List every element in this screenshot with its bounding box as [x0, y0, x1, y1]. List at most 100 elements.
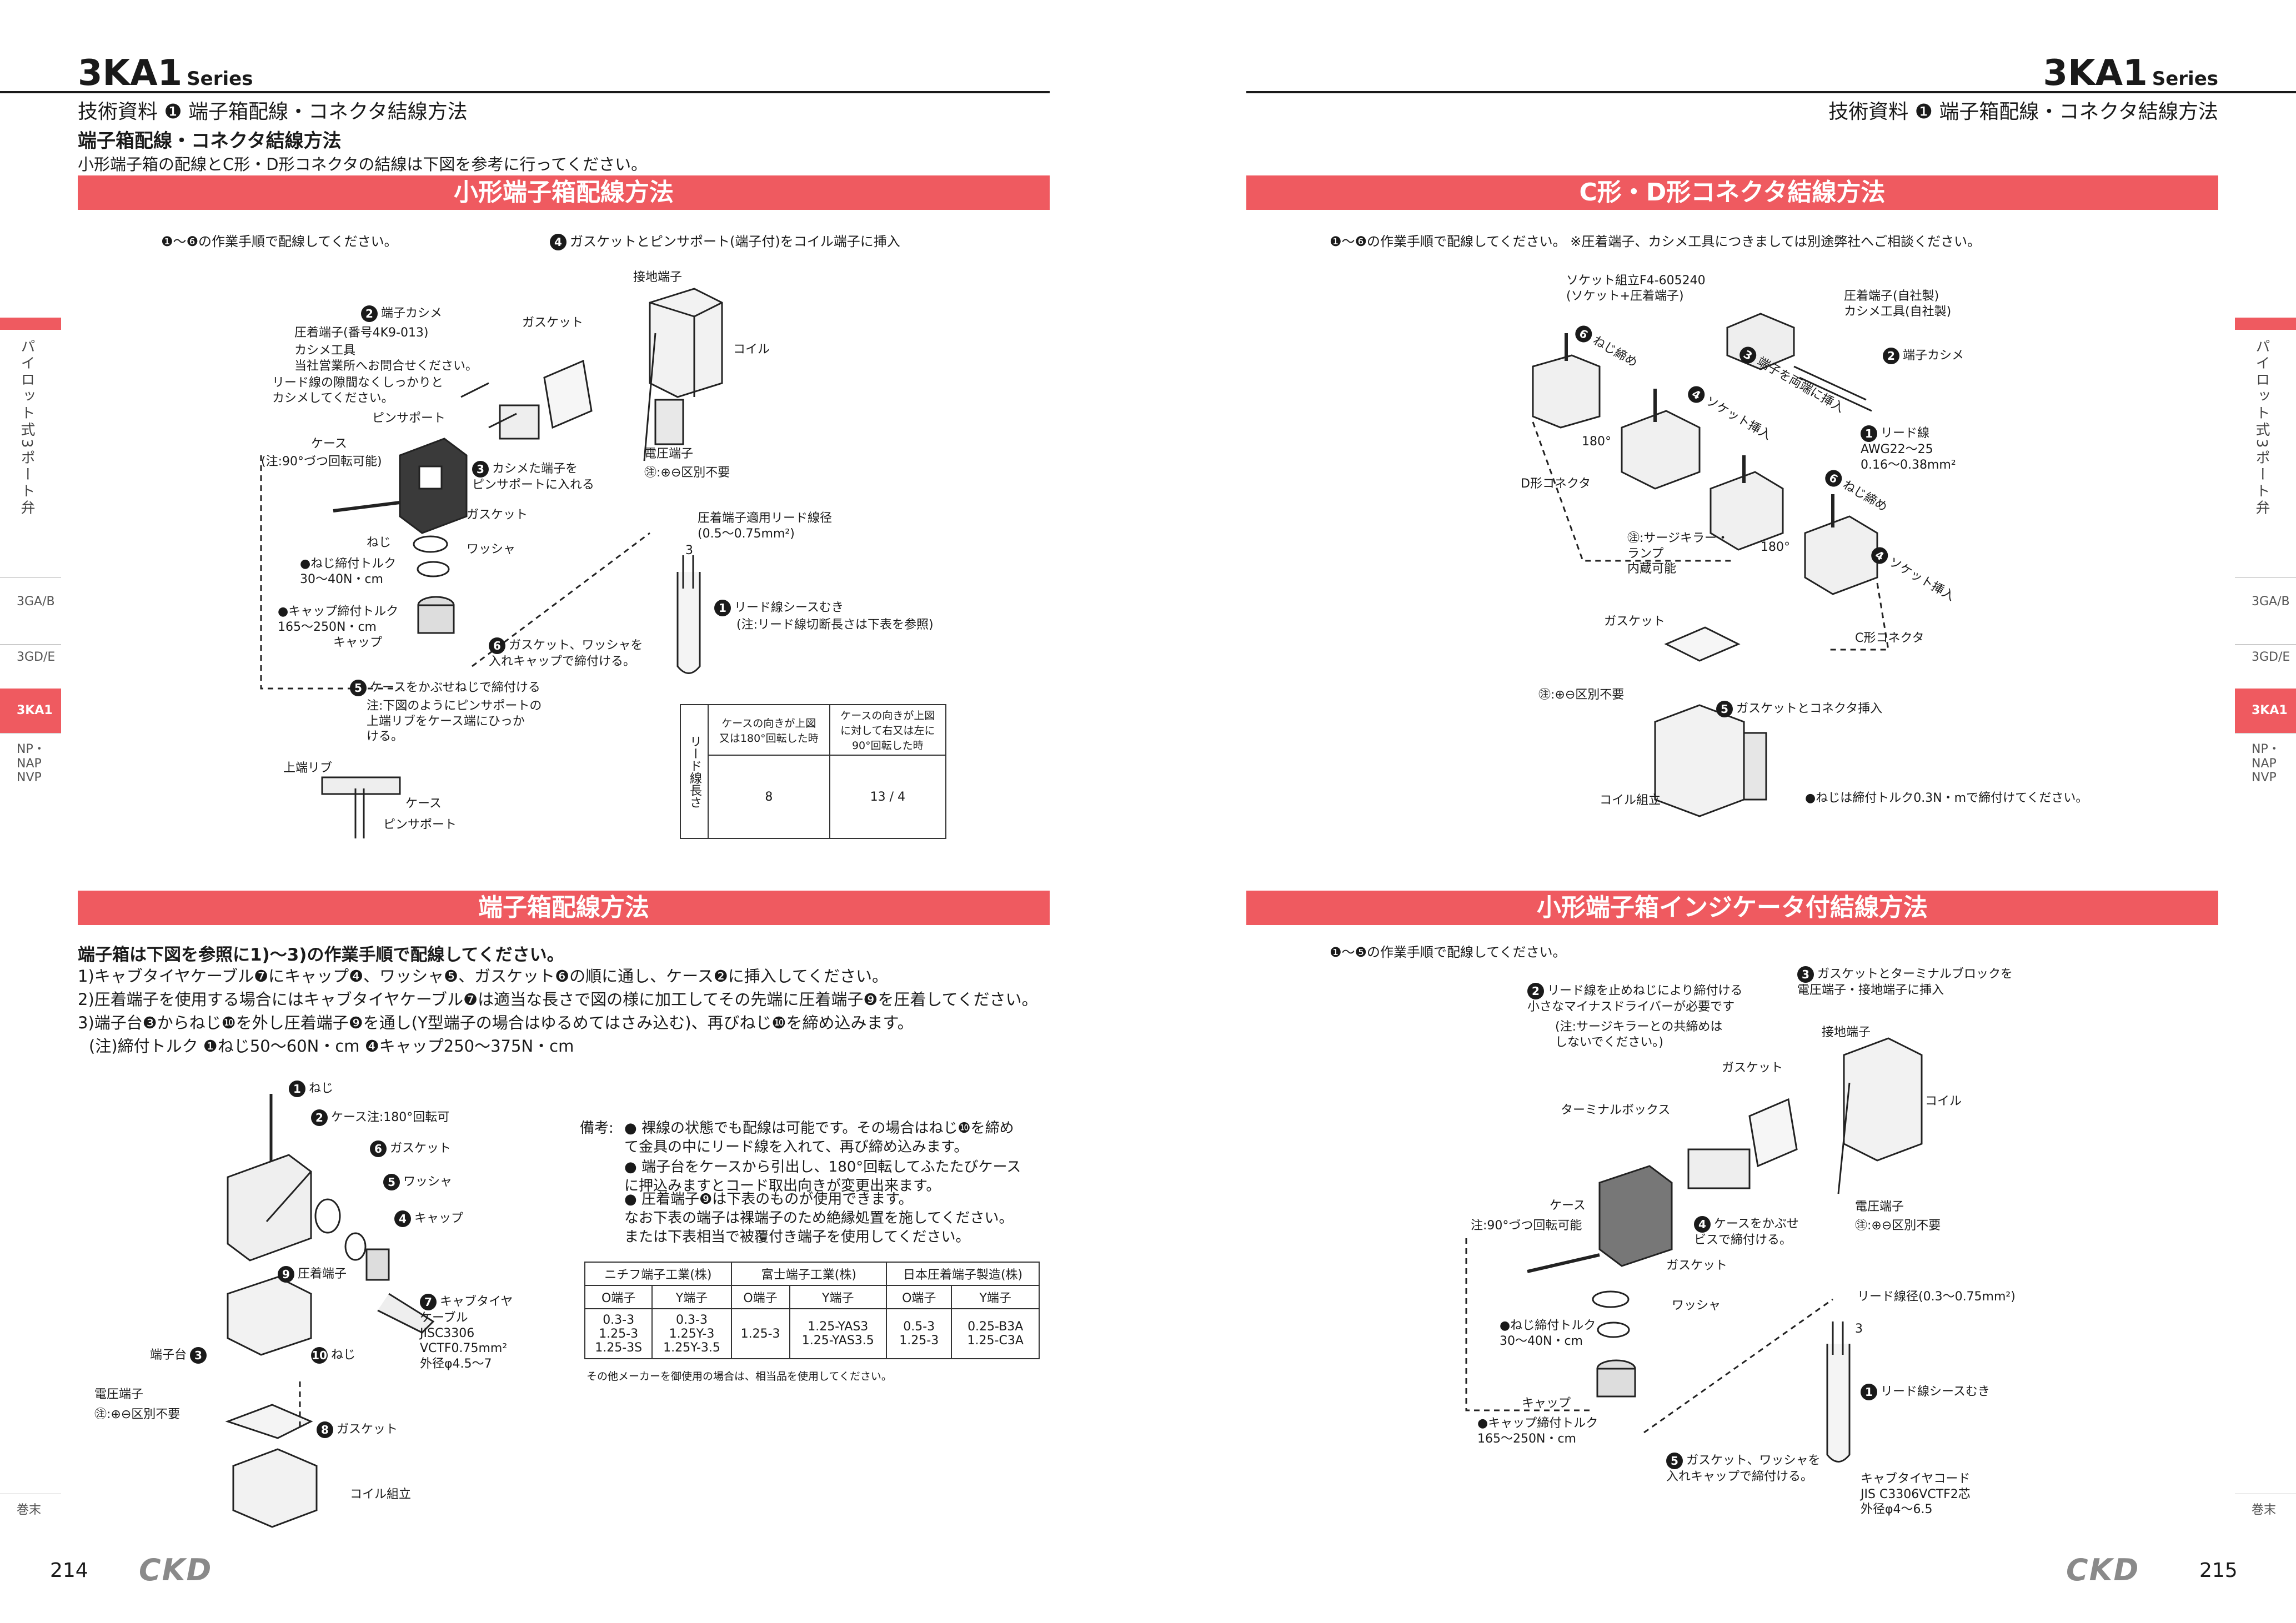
- sec3-line-3: 3)端子台❸からねじ❿を外し圧着端子❾を通し(Y型端子の場合はゆるめてはさみ込む…: [78, 1013, 914, 1032]
- right-side-tab-np[interactable]: NP・NAP NVP: [2235, 733, 2296, 785]
- sec1-lead-length-table: リード線長さ ケースの向きが上図 又は180°回転した時 ケースの向きが上図 に…: [680, 704, 947, 839]
- sec2-torque-note: ●ねじは締付トルク0.3N・mで締付けてください。: [1805, 791, 2088, 805]
- sec3-cap-drawing: [365, 1248, 390, 1281]
- sec2-polarity-note: ㊟:⊕⊖区別不要: [1538, 688, 1625, 702]
- sec2-crimp-label: 圧着端子(自社製) カシメ工具(自社製): [1844, 289, 1952, 319]
- sec2-c-connector-label: C形コネクタ: [1855, 631, 1924, 645]
- left-side-marker: [0, 318, 61, 330]
- sec4-terminal-box-label: ターミナルボックス: [1561, 1103, 1671, 1117]
- table-dim1: 8: [765, 790, 773, 804]
- sec4-lead-wire-drawing: [1826, 1344, 1851, 1463]
- sec1-screw-torque: ●ねじ締付トルク 30〜40N・cm: [300, 557, 397, 586]
- sec1-ground-label: 接地端子: [633, 270, 683, 284]
- sec2-gasket-label: ガスケット: [1604, 615, 1666, 629]
- sec1-step5-note: 注:下図のようにピンサポートの 上端リブをケース端にひっか ける。: [367, 699, 542, 743]
- sec1-case-label: ケース: [311, 437, 347, 451]
- sec1-steps-note: ❶〜❻の作業手順で配線してください。: [161, 234, 398, 249]
- sec4-ground-label: 接地端子: [1822, 1026, 1871, 1039]
- side-tab-3gab[interactable]: 3GA/B: [0, 577, 61, 644]
- sec3-case-drawing: [227, 1154, 312, 1262]
- right-side-tab-3gab[interactable]: 3GA/B: [2235, 577, 2296, 644]
- sec4-terminal-box-drawing: [1687, 1148, 1751, 1189]
- table-col2-header: ケースの向きが上図 に対して右又は左に 90°回転した時: [829, 704, 947, 756]
- sec3-line-1: 1)キャブタイヤケーブル❼にキャップ❹、ワッシャ❺、ガスケット❻の順に通し、ケー…: [78, 967, 888, 986]
- sec3-gasket8-drawing: [225, 1404, 313, 1439]
- step4-badge: 4: [550, 234, 567, 250]
- side-tab-np[interactable]: NP・NAP NVP: [0, 733, 61, 785]
- table-dim2b: 4: [898, 790, 906, 804]
- sec2-coil-drawing: [1654, 704, 1767, 817]
- left-side-end[interactable]: 巻末: [0, 1494, 61, 1523]
- sec4-cable-label: キャブタイヤコード JIS C3306VCTF2芯 外径φ4〜6.5: [1861, 1472, 1971, 1516]
- sec4-dim-3: 3: [1855, 1322, 1863, 1336]
- table-row-label: リード線長さ: [680, 704, 709, 839]
- right-page-number: 215: [2199, 1559, 2238, 1582]
- right-side-end[interactable]: 巻末: [2235, 1494, 2296, 1523]
- sec1-pin-support2-label: ピンサポート: [383, 818, 457, 832]
- sec4-case-note: 注:90°づつ回転可能: [1471, 1219, 1582, 1233]
- section-title: 端子箱配線・コネクタ結線方法: [78, 130, 342, 152]
- sec4-voltage-label: 電圧端子: [1855, 1200, 1904, 1214]
- type-o-1: O端子: [584, 1285, 653, 1309]
- sec1-cap-torque: ●キャップ締付トルク 165〜250N・cm: [278, 605, 399, 634]
- table-cell: 1.25-3: [730, 1308, 790, 1359]
- sec4-coil-label: コイル: [1925, 1094, 1962, 1108]
- type-y-1: Y端子: [651, 1285, 732, 1309]
- sec3-polarity-note: ㊟:⊕⊖区別不要: [94, 1408, 181, 1421]
- table-cell: 0.3-3 1.25Y-3 1.25Y-3.5: [651, 1308, 732, 1359]
- right-side-tab-3gde[interactable]: 3GD/E: [2235, 644, 2296, 689]
- table-cell: 0.5-3 1.25-3: [886, 1308, 953, 1359]
- right-side-marker: [2235, 318, 2296, 330]
- sec1-pin-support-drawing: [499, 404, 540, 440]
- sec1-cap-label: キャップ: [333, 636, 383, 650]
- sec2-socket-drawing: [1621, 389, 1784, 551]
- sec1-washer-ring: [417, 561, 450, 577]
- left-page-number: 214: [50, 1559, 88, 1582]
- right-side-vertical-label: パイロット式3ポート弁: [2253, 339, 2270, 517]
- sec2-socket-label: ソケット組立F4-605240 (ソケット+圧着端子): [1566, 274, 1706, 303]
- sec1-lead-note: リード線の隙間なくしっかりと カシメしてください。: [272, 376, 444, 405]
- sec2-steps-note: ❶〜❻の作業手順で配線してください。 ※圧着端子、カシメ工具につきましては別途弊…: [1330, 234, 1981, 249]
- sec1-step1-note: (注:リード線切断長さは下表を参照): [736, 618, 934, 632]
- sec1-washer-label: ワッシャ: [467, 542, 516, 556]
- sec1-polarity-note: ㊟:⊕⊖区別不要: [644, 466, 730, 480]
- right-side-tab-3ka1[interactable]: 3KA1: [2235, 689, 2296, 733]
- maker-jst: 日本圧着端子製造(株): [886, 1262, 1040, 1286]
- sec1-coil-label: コイル: [733, 343, 770, 356]
- table-dim1-cell: 8: [708, 755, 830, 839]
- sec4-polarity-note: ㊟:⊕⊖区別不要: [1855, 1219, 1941, 1233]
- sec2-surge-note: ㊟:サージキラー・ ランプ 内蔵可能: [1627, 531, 1729, 576]
- sec2-gasket-drawing: [1664, 626, 1741, 662]
- banner-terminal-box: 端子箱配線方法: [78, 891, 1050, 925]
- side-tab-3gde[interactable]: 3GD/E: [0, 644, 61, 689]
- sec3-voltage-label: 電圧端子: [94, 1388, 144, 1401]
- sec4-washer-label: ワッシャ: [1672, 1299, 1721, 1313]
- sec4-lead-dia: リード線径(0.3〜0.75mm²): [1857, 1290, 2016, 1304]
- sec3-line-2: 2)圧着端子を使用する場合にはキャブタイヤケーブル❼は適当な長さで図の様に加工し…: [78, 990, 1038, 1009]
- table-cell: 1.25-YAS3 1.25-YAS3.5: [789, 1308, 888, 1359]
- side-tab-3ka1[interactable]: 3KA1: [0, 689, 61, 733]
- sec3-terminal-block-drawing: [227, 1276, 312, 1356]
- sec2-deg2: 180°: [1761, 540, 1790, 554]
- sec3-heading: 端子箱は下図を参照に1)〜3)の作業手順で配線してください。: [78, 945, 564, 965]
- left-side-vertical-label: パイロット式3ポート弁: [18, 339, 35, 517]
- maker-fuji: 富士端子工業(株): [730, 1262, 888, 1286]
- table-dim2a: 13: [870, 790, 886, 804]
- sec3-line-4: (注)締付トルク ❶ねじ50〜60N・cm ❹キャップ250〜375N・cm: [89, 1037, 574, 1056]
- sec2-deg1: 180°: [1582, 435, 1611, 449]
- sec1-gasket-ring: [413, 535, 448, 553]
